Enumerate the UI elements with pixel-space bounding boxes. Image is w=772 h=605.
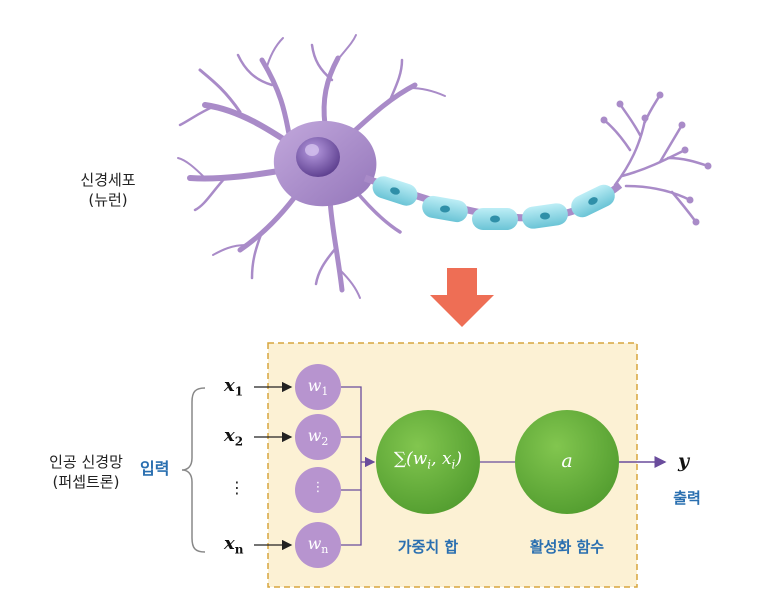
weight-connectors [341,386,376,546]
weight-node-dots [295,467,341,513]
input-xn: xn [224,533,244,557]
neuron-label-line1: 신경세포 [80,171,136,189]
input-label: 입력 [140,459,170,478]
sum-node [376,410,480,514]
weight-node-2 [295,414,341,460]
input-dots: ⋮ [229,478,245,497]
weight-label-n: wn [307,534,329,557]
weight-label-2: w2 [307,426,329,449]
perceptron-label: 인공 신경망 (퍼셉트론) [30,452,142,492]
input-arrows [254,381,293,551]
sum-caption: 가중치 합 [397,538,459,556]
activation-node [515,410,619,514]
sum-formula: ∑(wi, xi) [393,449,463,472]
weight-node-n [295,522,341,568]
neuron-label-line2: (뉴런) [88,191,128,209]
output-symbol: y [678,450,690,472]
weight-label-1: w1 [307,376,329,399]
input-x2: x2 [224,425,244,449]
weight-node-1 [295,364,341,410]
input-x1: x1 [224,375,244,399]
output-caption: 출력 [673,489,701,507]
weight-label-dots: ⋮ [311,480,325,495]
perceptron-label-line2: (퍼셉트론) [52,473,120,491]
perceptron-label-line1: 인공 신경망 [49,453,123,471]
weight-nodes [295,364,341,568]
down-arrow-icon [430,268,494,327]
neuron-label: 신경세포 (뉴런) [58,170,158,210]
activation-symbol: a [561,450,573,472]
activation-caption: 활성화 함수 [529,538,605,556]
input-brace [181,387,206,553]
neuron-illustration [177,34,712,299]
